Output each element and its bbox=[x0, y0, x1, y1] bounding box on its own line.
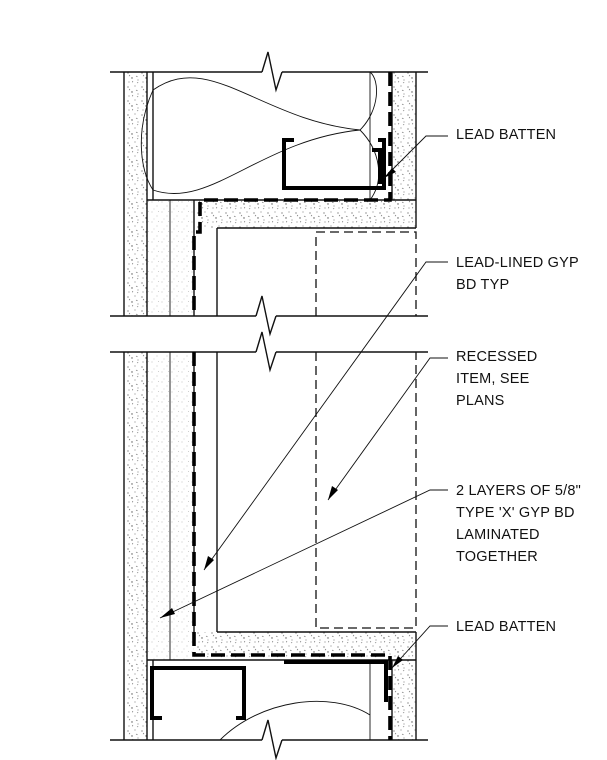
upper-header-fill bbox=[194, 200, 416, 228]
upper-inner-gyp-fill bbox=[147, 200, 194, 316]
upper-left-wall-fill bbox=[124, 72, 147, 316]
upper-right-wall-fill bbox=[392, 72, 416, 200]
lower-left-wall-fill bbox=[124, 352, 147, 740]
label-line: RECESSED bbox=[456, 349, 538, 365]
upper-section bbox=[110, 51, 428, 337]
lower-section bbox=[110, 331, 428, 760]
label-line: BD TYP bbox=[456, 277, 510, 293]
label-lead-batten-bottom: LEAD BATTEN bbox=[456, 616, 556, 638]
label-line: LAMINATED bbox=[456, 527, 540, 543]
label-line: LEAD BATTEN bbox=[456, 127, 557, 143]
label-line: PLANS bbox=[456, 393, 505, 409]
label-lead-lined-gyp: LEAD-LINED GYP BD TYP bbox=[456, 252, 579, 296]
lower-right-wall-fill bbox=[392, 660, 416, 740]
label-line: ITEM, SEE bbox=[456, 371, 530, 387]
label-gyp-layers: 2 LAYERS OF 5/8" TYPE 'X' GYP BD LAMINAT… bbox=[456, 480, 581, 568]
label-lead-batten-top: LEAD BATTEN bbox=[456, 124, 556, 146]
label-line: LEAD-LINED GYP bbox=[456, 255, 579, 271]
label-line: TOGETHER bbox=[456, 549, 538, 565]
label-line: LEAD BATTEN bbox=[456, 619, 557, 635]
leader-lines bbox=[159, 135, 448, 669]
label-line: 2 LAYERS OF 5/8" bbox=[456, 483, 581, 499]
label-line: TYPE 'X' GYP BD bbox=[456, 505, 575, 521]
label-recessed-item: RECESSED ITEM, SEE PLANS bbox=[456, 346, 537, 412]
lower-inner-gyp-fill bbox=[147, 352, 194, 660]
